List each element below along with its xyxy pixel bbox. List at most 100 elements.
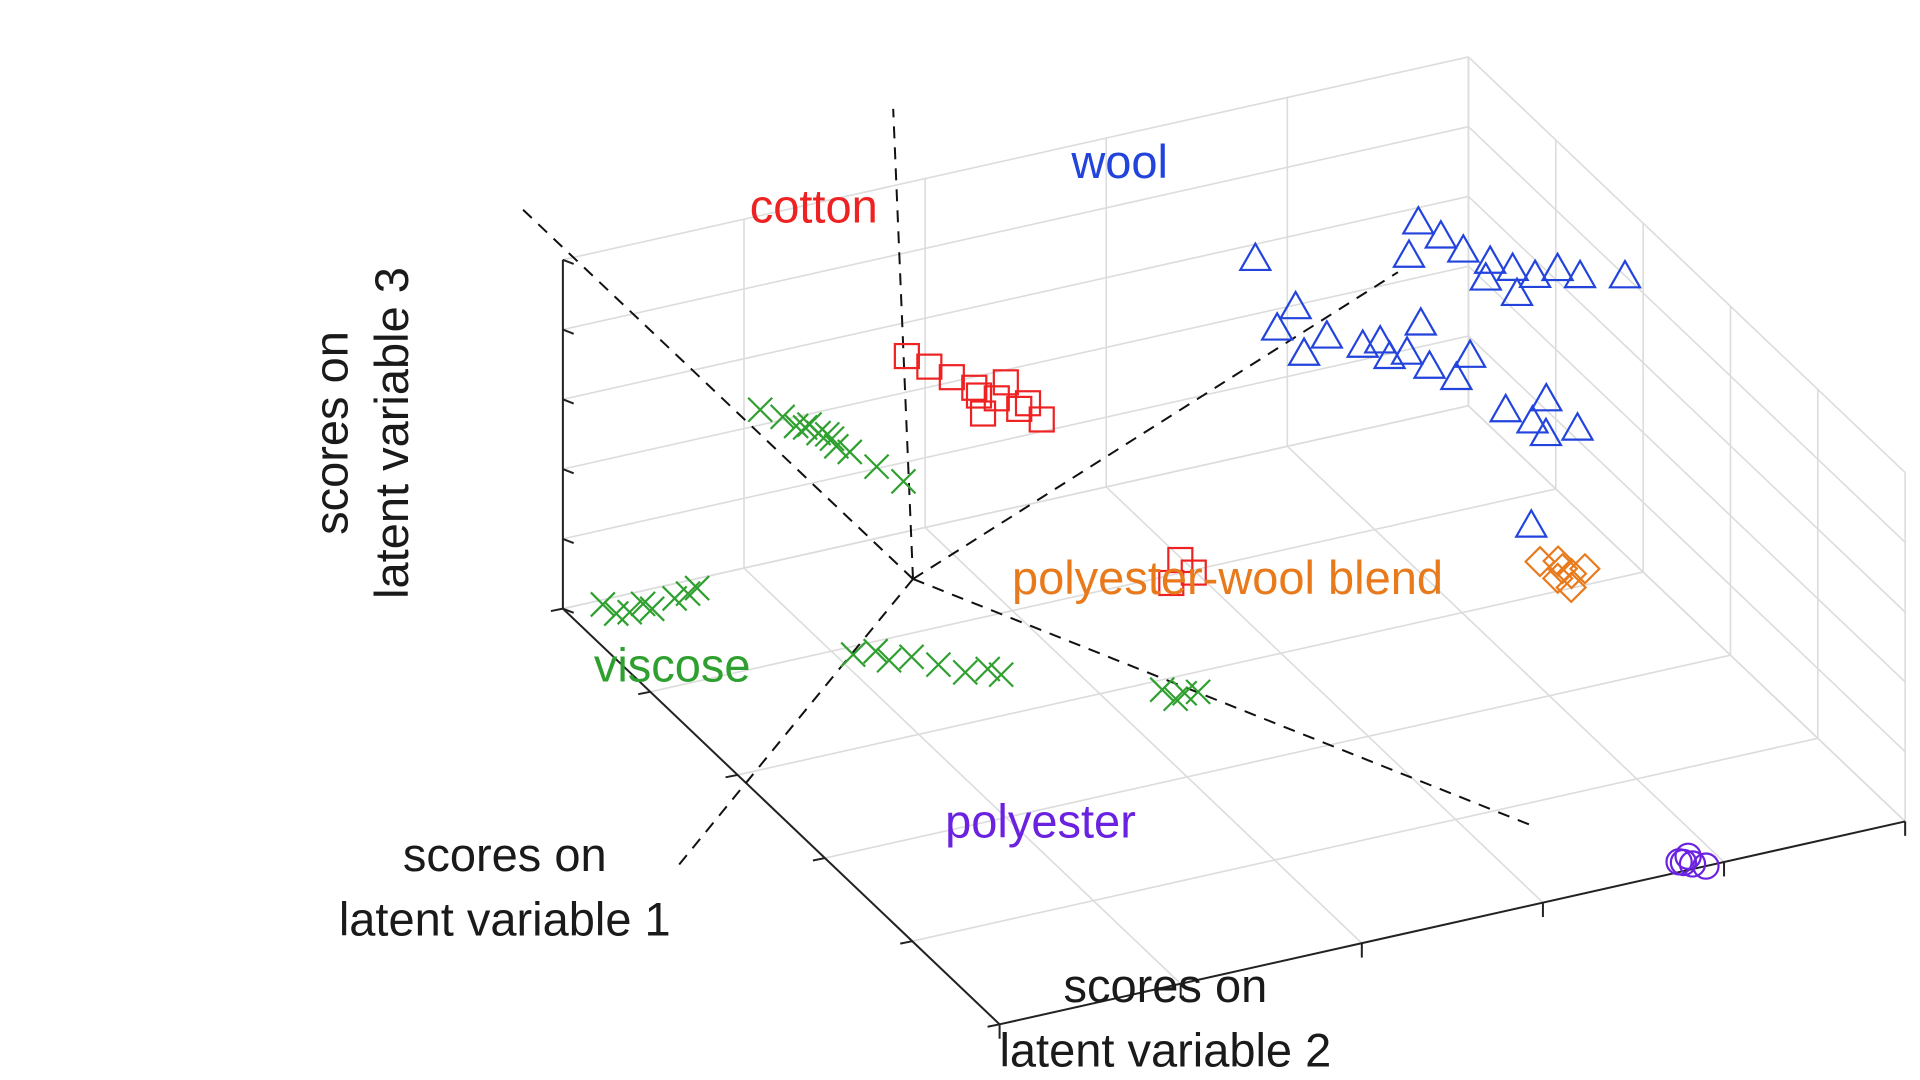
- point-polyester: [1669, 848, 1698, 877]
- point-viscose: [630, 591, 656, 617]
- z-axis-tick: [562, 328, 575, 335]
- x-axis-tick: [987, 1023, 1000, 1028]
- class-boundary-4: [912, 578, 1535, 828]
- point-polyester-wool-blend: [1568, 552, 1601, 585]
- point-viscose-stroke-b: [1149, 676, 1175, 703]
- grid-line: [1467, 126, 1906, 543]
- point-cotton: [1014, 390, 1042, 417]
- point-cotton: [969, 400, 997, 427]
- point-cotton: [938, 364, 965, 391]
- point-wool: [1363, 323, 1398, 354]
- point-wool: [1529, 416, 1563, 447]
- point-polyester: [1678, 850, 1707, 878]
- point-viscose: [898, 644, 925, 670]
- point-wool: [1278, 289, 1313, 320]
- z-axis-tick: [562, 468, 575, 475]
- point-viscose: [616, 599, 643, 625]
- x-axis-tick: [550, 607, 564, 613]
- axis-title-layer: scores on latent variable 3 scores on la…: [305, 267, 1332, 1076]
- z-axis-title-line-1: scores on: [305, 331, 358, 535]
- x-axis-tick: [638, 690, 651, 696]
- series-polyester: [1665, 842, 1720, 880]
- point-viscose-stroke-b: [684, 575, 710, 601]
- point-viscose-stroke-b: [796, 411, 823, 438]
- z-axis-tick: [562, 258, 575, 265]
- point-wool: [1518, 258, 1553, 289]
- point-wool: [1401, 204, 1436, 235]
- point-wool: [1529, 381, 1564, 412]
- boundary-layer: [516, 108, 1535, 867]
- point-wool: [1540, 251, 1575, 282]
- point-viscose-stroke-b: [769, 404, 796, 430]
- point-cotton: [965, 382, 993, 409]
- x-axis-title-line-1: scores on: [403, 828, 607, 881]
- point-viscose-stroke-b: [823, 433, 850, 460]
- grid-line: [1467, 195, 1906, 613]
- point-wool: [1608, 258, 1642, 289]
- series-cotton: [893, 342, 1207, 597]
- point-viscose-stroke-b: [952, 659, 979, 686]
- grid-line: [824, 654, 1731, 859]
- x-axis-tick: [900, 940, 913, 945]
- point-wool: [1238, 241, 1273, 272]
- point-viscose: [661, 585, 688, 612]
- point-wool: [1260, 311, 1295, 341]
- marker-layer: [590, 204, 1720, 880]
- point-cotton: [1028, 406, 1055, 433]
- class-boundary-5: [677, 578, 914, 867]
- grid-line: [1467, 335, 1906, 753]
- point-viscose: [639, 596, 665, 622]
- point-cotton: [893, 342, 920, 370]
- point-wool: [1287, 336, 1321, 366]
- point-wool: [1515, 403, 1550, 434]
- point-wool: [1390, 335, 1424, 365]
- point-cotton: [1158, 569, 1185, 597]
- grid-line: [737, 571, 1644, 776]
- point-viscose-stroke-b: [590, 591, 616, 618]
- grid-line: [562, 56, 1469, 261]
- series-polyester-wool-blend: [1524, 545, 1601, 604]
- z-axis-tick: [562, 537, 575, 545]
- class-boundary-1: [516, 203, 914, 580]
- point-viscose-stroke-b: [974, 656, 1001, 682]
- grid-line: [1286, 445, 1725, 863]
- grid-line: [1467, 265, 1906, 683]
- point-viscose-stroke-b: [814, 421, 841, 448]
- point-viscose: [684, 575, 710, 601]
- point-viscose: [863, 453, 890, 480]
- point-viscose: [603, 600, 630, 627]
- point-viscose: [769, 404, 796, 430]
- point-cotton: [992, 369, 1019, 396]
- point-wool: [1560, 411, 1595, 441]
- label-layer: cotton wool polyester-wool blend viscose…: [594, 135, 1443, 847]
- point-viscose-stroke-b: [747, 397, 773, 423]
- point-wool: [1495, 251, 1530, 281]
- grid-line: [562, 195, 1469, 401]
- class-label-wool: wool: [1070, 135, 1168, 188]
- point-viscose-stroke-b: [661, 585, 688, 612]
- point-viscose-stroke-b: [876, 647, 902, 674]
- point-viscose: [1171, 680, 1198, 707]
- point-cotton: [983, 385, 1010, 412]
- point-viscose: [876, 647, 902, 674]
- point-viscose-stroke-b: [840, 641, 866, 668]
- point-viscose-stroke-b: [988, 661, 1014, 688]
- point-wool: [1468, 261, 1503, 291]
- point-viscose: [862, 638, 889, 664]
- point-viscose: [974, 656, 1001, 682]
- point-wool: [1500, 276, 1534, 307]
- point-polyester-wool-blend: [1542, 545, 1575, 577]
- point-viscose-stroke-b: [630, 591, 656, 617]
- point-viscose: [840, 641, 866, 668]
- class-label-polyester: polyester: [945, 795, 1136, 848]
- point-wool: [1488, 392, 1523, 423]
- axis-layer: [550, 258, 1907, 1039]
- x-axis-tick: [812, 857, 826, 862]
- class-label-polyester-wool-blend: polyester-wool blend: [1012, 551, 1443, 604]
- grid-line: [1105, 486, 1544, 904]
- x-axis-line: [562, 607, 1001, 1026]
- point-viscose: [836, 439, 863, 465]
- z-axis-title-line-2: latent variable 3: [365, 267, 418, 599]
- grid-line: [1467, 405, 1906, 823]
- grid-line: [924, 526, 1363, 944]
